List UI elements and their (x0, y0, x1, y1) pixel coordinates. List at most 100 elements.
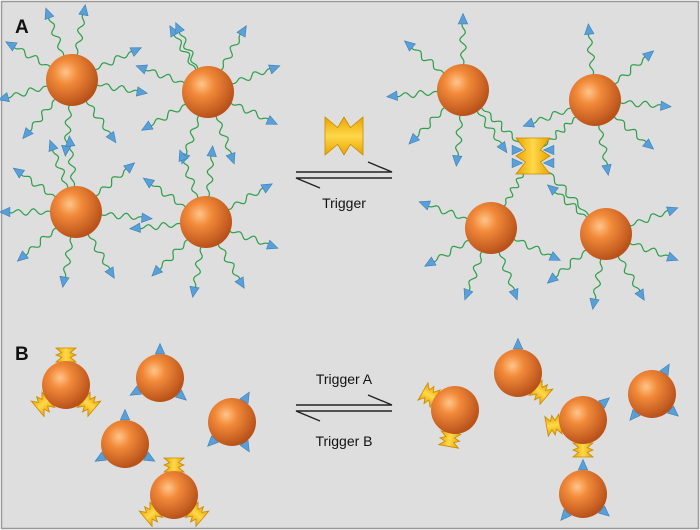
ligand-triangle (457, 12, 469, 25)
ligand-triangle (577, 458, 589, 471)
ligand-triangle (129, 47, 142, 57)
linker-chain (193, 244, 203, 292)
ligand-triangle (94, 451, 107, 462)
crosslinkers (30, 116, 595, 528)
ligand-triangle (666, 251, 679, 262)
crosslinker-body (30, 391, 56, 418)
linker-chain (551, 188, 589, 220)
ligand-triangle (642, 138, 655, 150)
linker-chain (424, 203, 470, 221)
ligand-triangle (225, 152, 236, 165)
nanoparticle (101, 420, 149, 468)
linker-chain (75, 10, 85, 58)
linker-chain (63, 234, 73, 282)
linker-chain (216, 241, 242, 283)
linker-chain (227, 229, 273, 247)
ligand-triangle (584, 23, 595, 35)
ligand-triangle (546, 184, 559, 196)
surface-crosslinker (54, 347, 78, 363)
nanoparticle (559, 396, 607, 444)
nanoparticle (494, 349, 542, 397)
surface-crosslinker (544, 412, 563, 438)
crosslinker-body (544, 412, 563, 438)
linker-chains (4, 10, 673, 304)
linker-chain (183, 113, 201, 159)
crosslinker-body (515, 137, 551, 175)
ligand-triangle (634, 288, 645, 301)
nanoparticle (208, 398, 256, 446)
ligand-triangle (175, 22, 185, 35)
ligand-triangle (548, 251, 561, 261)
crosslinker-body (138, 501, 164, 528)
linker-chain (156, 237, 191, 272)
ligand-triangle (542, 157, 555, 169)
nanoparticle (465, 202, 517, 254)
linker-chain (552, 248, 589, 280)
ligand-triangle (59, 275, 70, 289)
ligand-triangle (542, 144, 555, 156)
ligand-triangle (141, 120, 154, 131)
ligand-triangle (142, 177, 156, 189)
linker-chain (229, 67, 274, 85)
linker-chain (393, 89, 441, 99)
ligand-triangle (629, 408, 641, 421)
surface-crosslinker (30, 391, 56, 418)
nanoparticle (431, 386, 479, 434)
panel-b-label: B (15, 344, 29, 365)
ligand-triangle (511, 144, 524, 156)
crosslinker-body (76, 391, 102, 418)
linker-chain (47, 14, 65, 59)
linker-chain (93, 166, 130, 198)
ligand-triangle (236, 25, 247, 38)
nanoparticle (182, 66, 234, 118)
linker-chain (92, 49, 136, 71)
surface-crosslinker (571, 442, 595, 458)
nanoparticle (42, 361, 90, 409)
ligand-triangle (512, 337, 524, 350)
surface-crosslinker (162, 457, 186, 473)
linker-chain (215, 113, 233, 158)
linker-chain (177, 28, 199, 72)
linker-chain (627, 241, 673, 259)
crosslinker-body (571, 442, 595, 458)
nanoparticle (136, 354, 184, 402)
equilibrium-arrow-a (295, 161, 393, 189)
ligand-triangle (268, 64, 281, 75)
ligand-triangle (239, 391, 250, 404)
linker-chain (136, 221, 184, 231)
ligand-triangle (659, 363, 670, 376)
ligand-triangle (601, 163, 612, 177)
crosslinker-body (184, 501, 210, 528)
bridging-chain (502, 167, 527, 208)
ligand-triangle (511, 157, 524, 169)
linker-chain (26, 97, 58, 135)
linker-chain (11, 44, 53, 70)
ligand-triangle (129, 222, 141, 233)
ligand-triangle (260, 183, 273, 194)
linker-chain (612, 114, 650, 146)
ligand-triangle (78, 3, 89, 17)
linker-chain (141, 67, 187, 85)
crosslinker-body (528, 379, 554, 406)
bridging-chain (480, 106, 524, 147)
linker-chain (218, 31, 244, 73)
ligand-triangle (265, 115, 278, 125)
ligand-triangle (496, 140, 508, 154)
linker-chain (498, 249, 516, 294)
nanoparticle (580, 208, 632, 260)
surface-crosslinker (528, 379, 554, 406)
ligand-triangle (206, 145, 217, 157)
nanoparticle (437, 64, 489, 116)
ligand-tips (0, 3, 679, 521)
linker-chain (51, 146, 69, 191)
nanoparticle (46, 54, 98, 106)
ligand-triangle (463, 288, 474, 301)
linker-chain (466, 249, 484, 295)
ligand-triangle (522, 117, 535, 128)
linker-chain (627, 209, 672, 227)
nanoparticles (42, 54, 676, 519)
ligand-triangle (452, 155, 463, 167)
linker-chain (475, 108, 504, 148)
linker-chain (172, 31, 198, 73)
